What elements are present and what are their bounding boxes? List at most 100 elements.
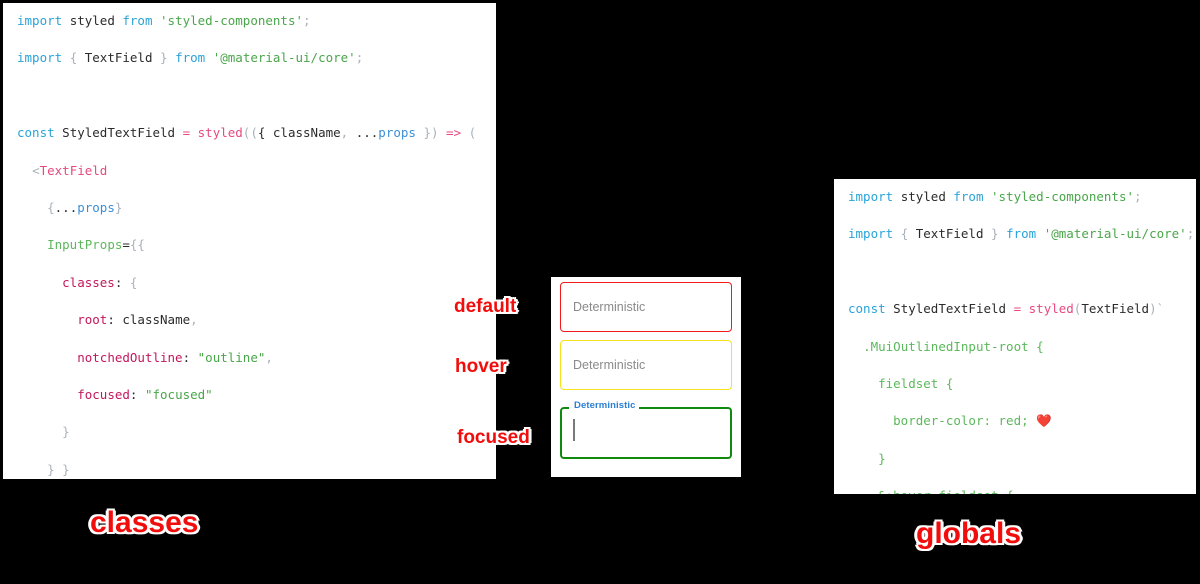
- code-panel-classes: import styled from 'styled-components'; …: [3, 3, 496, 479]
- code-token: props: [378, 125, 416, 141]
- code-token: InputProps: [47, 237, 123, 253]
- code-token: from: [953, 189, 984, 204]
- code-token: .MuiOutlinedInput-root {: [863, 338, 1044, 354]
- code-token: [439, 125, 447, 140]
- code-token: ;: [303, 13, 311, 28]
- code-token: '@material-ui/core': [212, 50, 356, 66]
- code-token: :: [114, 274, 123, 290]
- code-token: '@material-ui/core': [1043, 226, 1187, 242]
- code-token: {: [900, 226, 909, 242]
- code-token: ;: [1186, 226, 1195, 242]
- code-line: import { TextField } from '@material-ui/…: [17, 49, 484, 68]
- state-label-focused: focused: [457, 427, 530, 448]
- code-token: }: [160, 50, 168, 66]
- code-line: } }: [17, 461, 484, 479]
- code-token: [17, 237, 47, 252]
- state-label-default: default: [454, 296, 517, 317]
- code-token: from: [1006, 226, 1037, 242]
- code-token: [893, 226, 901, 241]
- code-token: import: [848, 189, 894, 204]
- code-token: [205, 50, 213, 65]
- code-line: const StyledTextField = styled(TextField…: [848, 300, 1184, 319]
- code-token: ;: [1134, 189, 1142, 204]
- code-token: }: [991, 226, 999, 242]
- code-token: :: [107, 312, 115, 328]
- code-token: [62, 13, 70, 28]
- code-token: ,: [190, 312, 198, 328]
- code-token: 'styled-components': [991, 189, 1135, 204]
- code-token: [17, 312, 77, 327]
- code-token: TextField: [39, 162, 108, 178]
- code-line: import styled from 'styled-components';: [848, 188, 1184, 207]
- code-token: styled: [197, 125, 243, 141]
- textfield-hover[interactable]: Deterministic: [560, 340, 732, 390]
- code-token: classes: [62, 274, 115, 290]
- code-token: import: [17, 50, 63, 66]
- code-token: border-color: red;: [893, 413, 1029, 429]
- textfield-outline-hover: [560, 340, 732, 390]
- code-token: } }: [47, 461, 70, 477]
- code-token: StyledTextField: [885, 301, 1014, 317]
- code-token: [17, 424, 62, 439]
- state-label-hover: hover: [455, 356, 507, 377]
- code-token: [348, 125, 356, 140]
- code-line: focused: "focused": [17, 386, 484, 405]
- textfield-demo-panel: Deterministic Deterministic Deterministi…: [551, 277, 741, 477]
- code-line: border-color: red; ❤️: [848, 412, 1184, 431]
- code-token: }): [415, 125, 439, 141]
- code-token: }: [114, 200, 123, 216]
- code-token: =>: [446, 125, 462, 141]
- code-line: }: [848, 450, 1184, 469]
- code-token: focused: [77, 387, 130, 403]
- panel-title-globals: globals: [916, 517, 1022, 550]
- code-token: TextField: [1081, 301, 1150, 317]
- code-token: ;: [355, 50, 364, 66]
- code-token: StyledTextField: [54, 125, 183, 141]
- code-token: const: [17, 125, 55, 141]
- code-token: from: [122, 13, 153, 28]
- code-token: (: [1073, 301, 1082, 317]
- code-line: InputProps={{: [17, 236, 484, 255]
- code-line: {...props}: [17, 199, 484, 218]
- code-token: (: [461, 125, 477, 141]
- code-token: fieldset {: [878, 376, 954, 392]
- code-token: [17, 200, 47, 215]
- code-token: TextField: [908, 226, 992, 242]
- code-token: =: [1013, 301, 1022, 317]
- code-panel-globals: import styled from 'styled-components'; …: [834, 179, 1196, 494]
- code-token: notchedOutline: [77, 349, 183, 365]
- textfield-default[interactable]: Deterministic: [560, 282, 732, 332]
- code-token: import: [17, 13, 63, 28]
- code-line: notchedOutline: "outline",: [17, 349, 484, 368]
- textfield-label-default: Deterministic: [573, 300, 646, 314]
- code-token: [122, 275, 130, 290]
- code-token: [17, 387, 77, 402]
- code-token: :: [182, 349, 191, 365]
- code-token: [17, 462, 47, 477]
- code-token: ((: [242, 125, 258, 141]
- code-token: ...: [54, 200, 78, 216]
- code-token: [137, 387, 145, 402]
- code-line: const StyledTextField = styled(({ classN…: [17, 124, 484, 143]
- code-token: "outline": [197, 349, 266, 365]
- code-line: .MuiOutlinedInput-root {: [848, 338, 1184, 357]
- code-token: }: [878, 450, 886, 466]
- code-token: }: [62, 424, 70, 440]
- textfield-focused[interactable]: Deterministic: [560, 400, 732, 459]
- code-token: =: [122, 237, 130, 253]
- code-token: [17, 163, 32, 178]
- text-caret: [573, 419, 575, 441]
- code-line: import { TextField } from '@material-ui/…: [848, 225, 1194, 244]
- code-token: [848, 413, 893, 428]
- code-line: import styled from 'styled-components';: [17, 12, 484, 31]
- code-token: [999, 226, 1007, 241]
- code-line: }: [17, 423, 484, 442]
- code-token: {: [47, 200, 55, 216]
- code-token: :: [129, 387, 138, 403]
- panel-title-classes: classes: [90, 506, 199, 539]
- textfield-floating-label: Deterministic: [571, 400, 639, 411]
- code-token: props: [77, 200, 115, 216]
- code-token: const: [848, 301, 886, 317]
- code-token: [1036, 226, 1044, 241]
- code-token: [152, 13, 160, 28]
